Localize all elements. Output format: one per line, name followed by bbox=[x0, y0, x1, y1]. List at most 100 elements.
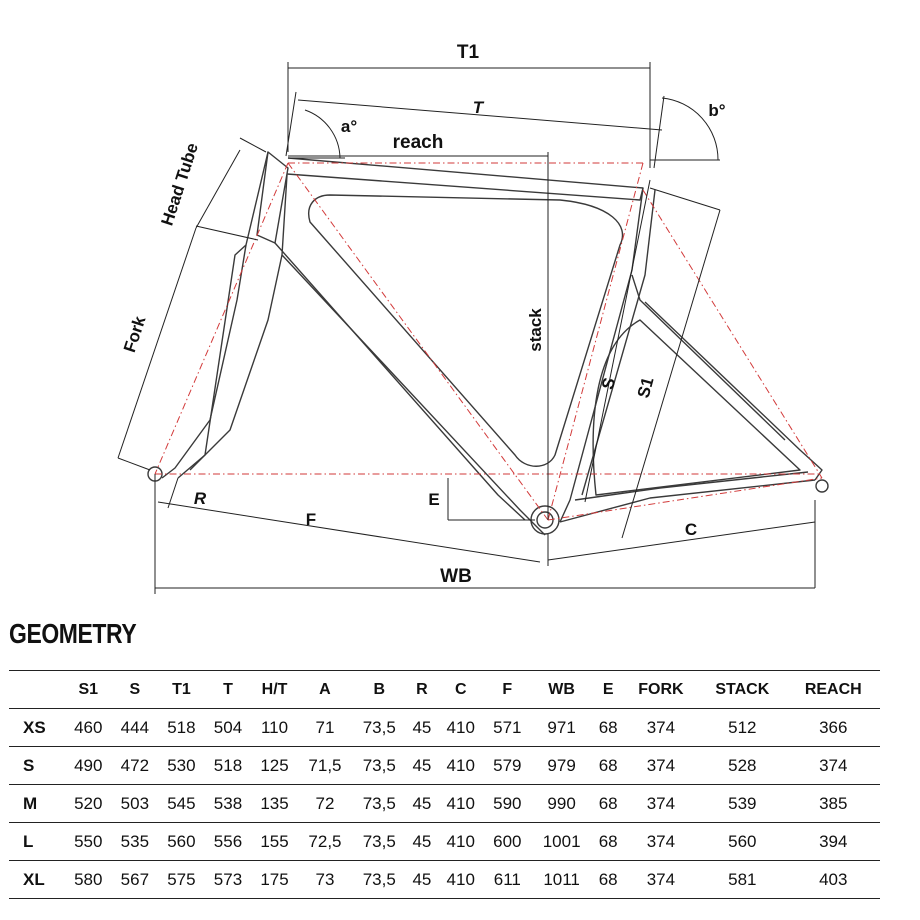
column-header-a: A bbox=[297, 670, 353, 709]
column-header-s: S bbox=[111, 670, 159, 709]
label-s1: S1 bbox=[634, 375, 658, 400]
label-stack: stack bbox=[526, 308, 545, 352]
table-cell: 581 bbox=[698, 860, 787, 899]
table-cell: 73,5 bbox=[352, 784, 407, 823]
table-cell: 73,5 bbox=[352, 860, 407, 899]
column-header-f: F bbox=[484, 670, 531, 709]
table-cell: 579 bbox=[484, 746, 531, 785]
table-cell: 538 bbox=[204, 784, 252, 823]
table-cell: 410 bbox=[437, 822, 485, 861]
table-cell: 45 bbox=[406, 784, 438, 823]
table-cell: 374 bbox=[786, 746, 880, 785]
label-fork: Fork bbox=[120, 313, 150, 354]
column-header-h-t: H/T bbox=[251, 670, 298, 709]
table-cell: 71 bbox=[297, 708, 353, 747]
table-cell: 125 bbox=[251, 746, 298, 785]
table-cell: 535 bbox=[111, 822, 159, 861]
table-cell: 530 bbox=[158, 746, 205, 785]
column-header-c: C bbox=[437, 670, 485, 709]
label-f: F bbox=[306, 510, 316, 529]
column-header-fork: FORK bbox=[623, 670, 699, 709]
table-cell: 71,5 bbox=[297, 746, 353, 785]
table-cell: 460 bbox=[65, 708, 112, 747]
table-cell: 528 bbox=[698, 746, 787, 785]
column-header-t: T bbox=[204, 670, 252, 709]
column-header-t1: T1 bbox=[158, 670, 205, 709]
column-header-reach: REACH bbox=[786, 670, 880, 709]
table-cell: 374 bbox=[623, 860, 699, 899]
table-cell: 979 bbox=[530, 746, 593, 785]
table-cell: 1001 bbox=[530, 822, 593, 861]
size-label: M bbox=[9, 784, 65, 823]
table-cell: 539 bbox=[698, 784, 787, 823]
table-cell: 45 bbox=[406, 822, 438, 861]
table-cell: 444 bbox=[111, 708, 159, 747]
label-reach: reach bbox=[393, 132, 444, 153]
table-cell: 611 bbox=[484, 860, 531, 899]
table-cell: 410 bbox=[437, 784, 485, 823]
size-label: XS bbox=[9, 708, 65, 747]
table-cell: 580 bbox=[65, 860, 112, 899]
dimension-lines bbox=[117, 62, 816, 594]
table-cell: 374 bbox=[623, 708, 699, 747]
table-cell: 68 bbox=[592, 746, 624, 785]
table-cell: 590 bbox=[484, 784, 531, 823]
size-label: XL bbox=[9, 860, 65, 899]
table-cell: 567 bbox=[111, 860, 159, 899]
table-cell: 410 bbox=[437, 746, 485, 785]
table-cell: 68 bbox=[592, 784, 624, 823]
table-cell: 73 bbox=[297, 860, 353, 899]
table-cell: 374 bbox=[623, 784, 699, 823]
label-angle-a: a° bbox=[341, 117, 357, 136]
table-cell: 45 bbox=[406, 746, 438, 785]
table-cell: 410 bbox=[437, 860, 485, 899]
table-cell: 504 bbox=[204, 708, 252, 747]
table-cell: 518 bbox=[158, 708, 205, 747]
table-cell: 403 bbox=[786, 860, 880, 899]
table-cell: 600 bbox=[484, 822, 531, 861]
label-e: E bbox=[428, 490, 439, 509]
column-header-b: B bbox=[352, 670, 407, 709]
table-cell: 556 bbox=[204, 822, 252, 861]
label-head-tube: Head Tube bbox=[158, 141, 203, 228]
table-cell: 573 bbox=[204, 860, 252, 899]
table-cell: 68 bbox=[592, 708, 624, 747]
table-cell: 374 bbox=[623, 822, 699, 861]
table-cell: 385 bbox=[786, 784, 880, 823]
table-cell: 110 bbox=[251, 708, 298, 747]
column-header-e: E bbox=[592, 670, 624, 709]
table-cell: 45 bbox=[406, 708, 438, 747]
table-cell: 73,5 bbox=[352, 822, 407, 861]
table-cell: 135 bbox=[251, 784, 298, 823]
frame-outline bbox=[147, 151, 829, 536]
table-cell: 73,5 bbox=[352, 708, 407, 747]
table-cell: 518 bbox=[204, 746, 252, 785]
column-header-wb: WB bbox=[530, 670, 593, 709]
column-header-size bbox=[9, 670, 65, 709]
table-cell: 560 bbox=[698, 822, 787, 861]
table-cell: 503 bbox=[111, 784, 159, 823]
label-t: T bbox=[473, 98, 485, 117]
column-header-stack: STACK bbox=[698, 670, 787, 709]
table-cell: 68 bbox=[592, 860, 624, 899]
table-cell: 472 bbox=[111, 746, 159, 785]
label-s: S bbox=[598, 376, 619, 392]
table-cell: 175 bbox=[251, 860, 298, 899]
table-cell: 366 bbox=[786, 708, 880, 747]
table-cell: 990 bbox=[530, 784, 593, 823]
table-cell: 1011 bbox=[530, 860, 593, 899]
table-cell: 155 bbox=[251, 822, 298, 861]
label-r: R bbox=[194, 489, 207, 508]
label-t1: T1 bbox=[457, 42, 480, 63]
table-cell: 68 bbox=[592, 822, 624, 861]
table-cell: 45 bbox=[406, 860, 438, 899]
table-cell: 490 bbox=[65, 746, 112, 785]
table-cell: 72,5 bbox=[297, 822, 353, 861]
label-wb: WB bbox=[440, 566, 472, 587]
size-label: L bbox=[9, 822, 65, 861]
